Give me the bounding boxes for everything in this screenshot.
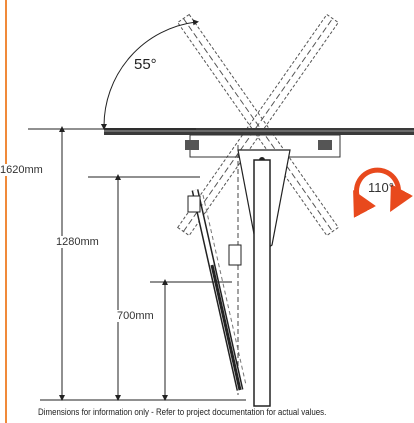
gas-strut bbox=[187, 189, 247, 391]
tilt-angle-arc bbox=[100, 19, 199, 130]
rotation-arrow-icon bbox=[353, 167, 413, 218]
tilted-panel-ghost-right bbox=[177, 13, 339, 237]
page-edge-accent-line bbox=[5, 0, 7, 423]
tilt-angle-label: 55° bbox=[134, 56, 157, 73]
overall-height-label: 1620mm bbox=[0, 164, 43, 176]
mid-height-label: 1280mm bbox=[56, 236, 99, 248]
rotation-angle-label: 110° bbox=[368, 180, 394, 195]
support-post bbox=[253, 159, 271, 407]
disclaimer-footnote: Dimensions for information only - Refer … bbox=[38, 407, 327, 417]
low-height-label: 700mm bbox=[117, 310, 154, 322]
